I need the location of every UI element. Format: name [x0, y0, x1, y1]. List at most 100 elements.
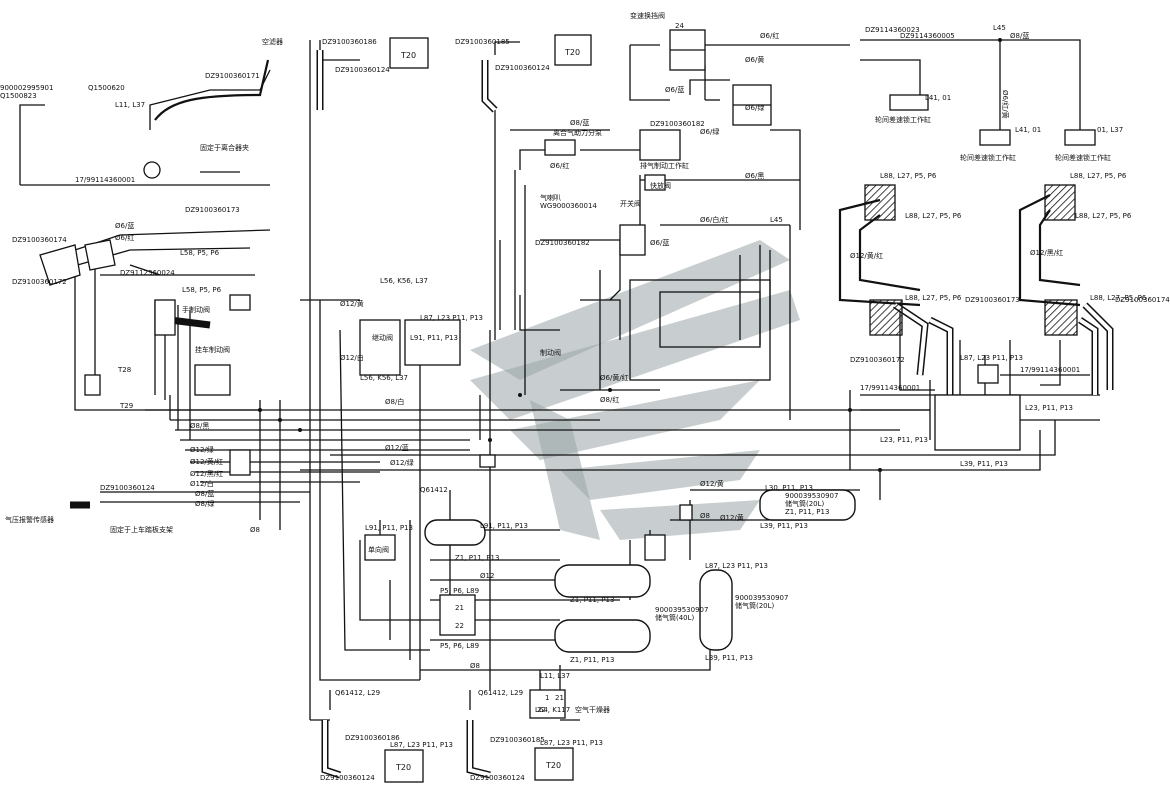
label-shift-valve: 变速换挡阀	[630, 11, 665, 20]
check-valve	[364, 534, 396, 561]
port-code-19b: 17/99114360001	[860, 384, 920, 392]
port-code-17: T28	[117, 366, 131, 374]
part-number-3b: DZ9100360124	[495, 64, 550, 72]
label-trailer-brake-valve: 挂车制动阀	[195, 345, 230, 354]
port-code-1c: L87, L23 P11, P13	[705, 562, 768, 570]
part-number-5b: DZ9100360173	[965, 296, 1020, 304]
port-code-15: L39, P11, P13	[960, 460, 1008, 468]
t20-bottom-right-label: T20	[545, 761, 561, 770]
part-number-7: DZ9100360172	[12, 278, 67, 286]
part-number-4: DZ9100360185	[455, 38, 510, 46]
pipe-8-white: Ø8/白	[385, 397, 404, 406]
pipe-network	[19, 39, 1114, 779]
label-gauge-bracket: 气压报警传感器	[5, 515, 54, 524]
port-code-2c: L91, P11, P13	[480, 522, 528, 530]
port-code-8b: L41, 01	[1015, 126, 1041, 134]
valve-left-1	[154, 299, 176, 336]
pipe-12-black-red: Ø12/黑/红	[190, 469, 223, 478]
component-t20-top-right	[554, 34, 592, 66]
label-quick-release: 快放阀	[650, 181, 671, 190]
part-number-3d: DZ9100360124	[320, 774, 375, 782]
part-number-3c: DZ9100360124	[100, 484, 155, 492]
small-valve-rear	[977, 364, 999, 384]
port-code-4b: L56, K56, L37	[360, 374, 408, 382]
reservoir-20l-vertical	[699, 569, 733, 651]
small-valve-3	[229, 294, 251, 311]
part-number-6b: DZ9100360174	[1115, 296, 1170, 304]
part-number-8b: DZ9100360182	[535, 239, 590, 247]
pipe-8-blue-1: Ø8/蓝	[1010, 31, 1029, 40]
port-code-1: L87, L23 P11, P13	[420, 314, 483, 322]
label-fix-bracket-1: 固定于离合器夹	[200, 143, 249, 152]
port-code-16b: P5, P6, L89	[440, 642, 479, 650]
port-code-10: Z1, P11, P13	[785, 508, 829, 516]
port-code-13b: Q61412, L29	[478, 689, 523, 697]
part-number-1: DZ9100360171	[205, 72, 260, 80]
pipe-12-black-red-2: Ø12/黑/红	[1030, 248, 1063, 257]
pipe-8-blue-2: Ø8/蓝	[570, 118, 589, 127]
pipe-6-blue-2: Ø6/蓝	[650, 238, 669, 247]
part-number-15: DZ9112360024	[120, 269, 175, 277]
clutch-booster	[544, 139, 576, 156]
port-code-1e: L87, L23 P11, P13	[540, 739, 603, 747]
port-code-16: P5, P6, L89	[440, 587, 479, 595]
t20-bottom-left-label: T20	[395, 763, 411, 772]
four-circuit-valve	[439, 594, 476, 636]
part-number-14: DZ9114360023	[865, 26, 920, 34]
relay-valve	[359, 319, 401, 376]
pipe-8-green: Ø8/绿	[195, 499, 214, 508]
port-code-14b: L45	[770, 216, 783, 224]
foot-valve	[194, 364, 231, 396]
pipe-12-yellow-3: Ø12/黄	[720, 513, 744, 522]
pipe-12-white: Ø12/白	[190, 479, 214, 488]
pipe-6-white-red: Ø6/白/红	[700, 215, 729, 224]
pipe-12: Ø12	[480, 572, 494, 580]
port-code-1b: L87, L23 P11, P13	[960, 354, 1023, 362]
port-code-3: L58, P5, P6	[180, 249, 220, 257]
pipe-6-blue-3: Ø6/蓝	[115, 221, 134, 230]
port-22: 22	[455, 622, 464, 630]
part-number-13b: 900039530907	[655, 606, 708, 614]
reservoir-40l-bottom	[554, 619, 651, 653]
valve-left-3	[229, 449, 251, 476]
port-1: 1	[545, 694, 549, 702]
pipe-12-yellow-red-2: Ø12/黄/红	[850, 251, 883, 260]
label-pressure-switch: 开关阀	[620, 199, 641, 208]
label-diff-lock-3: 轮间差速锁工作缸	[1055, 153, 1111, 162]
diff-lock-cylinder-1	[889, 94, 929, 111]
component-t20-bottom-left	[384, 749, 424, 783]
pipe-8-red: Ø8/红	[600, 395, 619, 404]
pipe-6-black-1: Ø6/黑	[745, 172, 764, 180]
label-air-filter: 空滤器	[262, 37, 283, 46]
front-chamber-top-left	[864, 184, 896, 221]
air-dryer	[529, 689, 566, 719]
part-number-11: Q1500620	[88, 84, 125, 92]
label-air-dryer: 空气干燥器	[575, 705, 610, 714]
part-number-4b: DZ9100360185	[490, 736, 545, 744]
label-reservoir-20l-b: 储气筒(20L)	[735, 601, 775, 610]
pipe-6-red-yellow: Ø6/红/黄	[1001, 90, 1010, 119]
pipe-12-yellow-red: Ø12/黄/红	[190, 457, 223, 466]
part-number-17: WG9000360014	[540, 202, 597, 210]
pipe-8-c: Ø8	[470, 662, 480, 670]
valve-exhaust	[639, 129, 681, 161]
port-24: 24	[675, 22, 684, 30]
valve-cluster-left-2	[84, 239, 116, 271]
part-number-12: 900002995901	[0, 84, 53, 92]
pipe-12-green-2: Ø12/绿	[390, 458, 414, 467]
port-code-9: 01, L37	[1097, 126, 1123, 134]
pipe-6-red-3: Ø6/红	[115, 233, 134, 242]
label-clutch-booster: 离合气助力分泵	[553, 128, 602, 137]
relay-valve-rear	[934, 394, 1021, 451]
port-code-11: L23, P11, P13	[1025, 404, 1073, 412]
pipe-8-black: Ø8/黑	[190, 422, 209, 430]
small-valve-2	[479, 454, 496, 468]
port-code-10d: Z1, P11, P13	[570, 656, 614, 664]
pipe-8: Ø8	[700, 512, 710, 520]
port-code-10b: Z1, P11, P13	[455, 554, 499, 562]
rear-chamber-right	[1044, 299, 1078, 336]
part-number-13c: 900039530907	[735, 594, 788, 602]
label-horn: 气喇叭	[540, 193, 561, 202]
brake-valve	[404, 319, 461, 366]
port-code-6f: L88, L27, P5, P6	[1090, 294, 1147, 302]
